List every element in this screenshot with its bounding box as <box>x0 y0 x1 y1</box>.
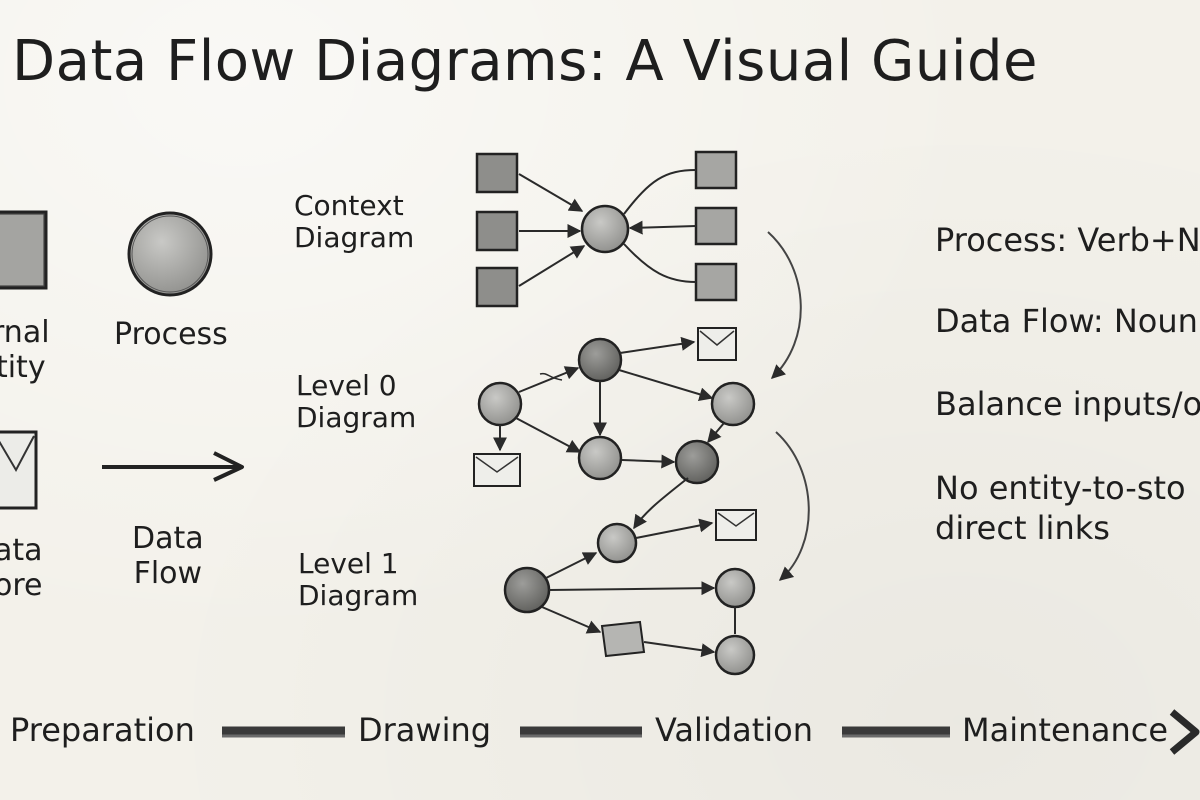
rule-data-flow-naming: Data Flow: Noun <box>935 302 1198 340</box>
rule-balance-io: Balance inputs/o <box>935 385 1200 423</box>
stage-validation: Validation <box>655 711 814 749</box>
data-flow-label: Data Flow <box>132 521 204 591</box>
data-store-symbol <box>0 430 38 510</box>
stage-drawing: Drawing <box>358 711 492 749</box>
context-entity <box>475 152 519 194</box>
data-flow-arrow-symbol <box>102 451 244 482</box>
level1-process <box>714 634 756 676</box>
level0-process <box>577 435 623 481</box>
context-diagram <box>475 150 738 308</box>
context-entity <box>694 150 738 190</box>
level0-data-store <box>697 327 737 361</box>
context-process <box>580 204 630 254</box>
level1-process <box>714 567 756 609</box>
context-diagram-label: Context Diagram <box>294 189 415 255</box>
stage-connector <box>520 726 642 738</box>
transition-arrow <box>775 431 810 581</box>
process-symbol <box>127 211 213 297</box>
stage-end-arrow <box>1169 709 1200 755</box>
level1-data-store <box>715 509 757 541</box>
external-entity-symbol <box>0 210 48 290</box>
level0-process <box>477 381 523 427</box>
process-label: Process <box>114 317 228 352</box>
level1-process <box>503 566 551 614</box>
external-entity-label-text: rnal tity <box>0 315 50 385</box>
rule-no-entity-store-links: No entity-to-sto direct links <box>935 469 1186 547</box>
stage-preparation: Preparation <box>10 711 195 749</box>
context-entity <box>694 262 738 302</box>
level0-process <box>710 381 756 427</box>
level0-process <box>674 439 720 485</box>
level1-data-store <box>600 620 646 658</box>
context-entity <box>694 206 738 246</box>
level-1-diagram-label: Level 1 Diagram <box>298 547 419 613</box>
level-1-diagram <box>503 477 757 676</box>
rule-process-naming: Process: Verb+N <box>935 221 1200 259</box>
stage-maintenance: Maintenance <box>962 711 1169 749</box>
level-0-diagram-label: Level 0 Diagram <box>296 369 417 435</box>
context-entity <box>475 266 519 308</box>
level0-process <box>577 337 623 383</box>
page-title: Data Flow Diagrams: A Visual Guide <box>12 29 1038 94</box>
level0-data-store <box>473 453 521 487</box>
stage-connector <box>842 726 950 738</box>
context-entity <box>475 210 519 252</box>
data-store-label: ata ore <box>0 533 43 603</box>
transition-arrow <box>767 231 802 379</box>
external-entity-label: rnal tity <box>0 315 50 385</box>
level1-process <box>596 522 638 564</box>
level-0-diagram <box>473 327 756 487</box>
stage-connector <box>222 726 345 738</box>
